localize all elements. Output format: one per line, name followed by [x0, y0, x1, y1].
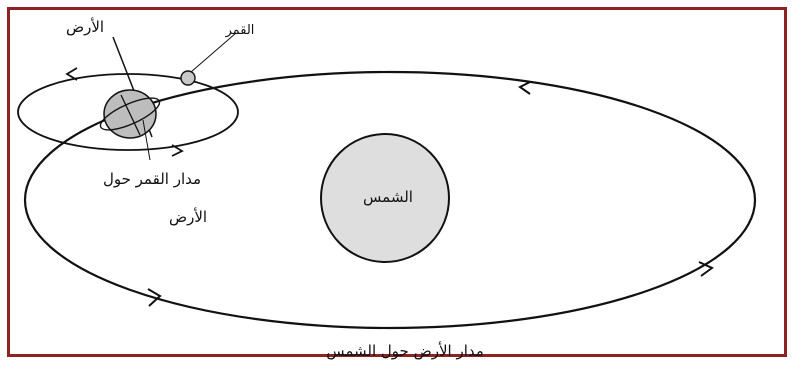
earth-orbit-label: مدار الأرض حول الشمس	[326, 341, 484, 360]
moon-orbit-arrow-top	[67, 68, 77, 80]
moon-label: القمر	[225, 23, 255, 38]
earth-label: الأرض	[66, 17, 104, 36]
moon-orbit-label-line1: مدار القمر حول	[103, 170, 201, 188]
earth-orbit-arrow-right	[699, 262, 712, 276]
earth-orbit-arrow-top	[520, 82, 530, 94]
earth	[97, 37, 164, 138]
sun-label: الشمس	[363, 188, 413, 206]
moon-orbit-label-line2: الأرض	[169, 207, 207, 226]
moon-leader-line	[191, 33, 236, 72]
moon	[181, 71, 195, 85]
